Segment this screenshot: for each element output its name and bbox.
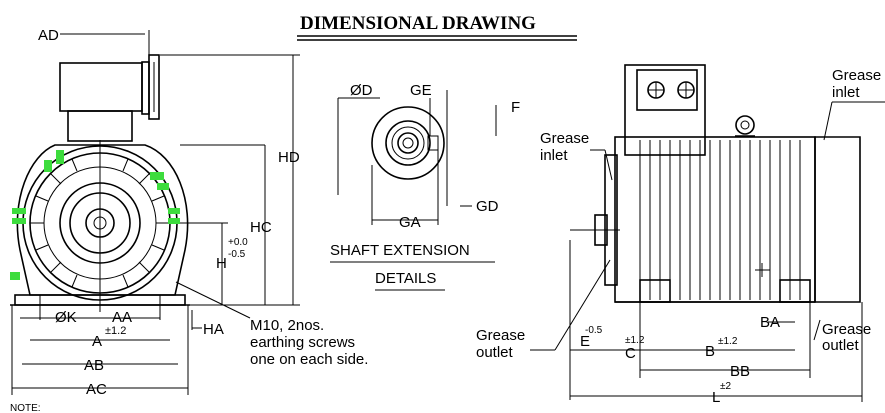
dim-b: B <box>705 343 715 360</box>
dim-gd: GD <box>476 198 499 215</box>
dim-c: C <box>625 345 636 362</box>
dim-e-tol: -0.5 <box>585 325 603 336</box>
grease-inlet-right-1: Grease <box>832 67 881 84</box>
dim-f: F <box>511 99 520 116</box>
drawing-title: DIMENSIONAL DRAWING <box>300 13 536 34</box>
dim-l-tol: ±2 <box>720 381 731 392</box>
dim-a: A <box>92 333 102 350</box>
dim-ad: AD <box>38 27 59 44</box>
shaft-caption-2: DETAILS <box>375 270 436 287</box>
earthing-note-line-2: earthing screws <box>250 334 355 351</box>
dim-h: H <box>216 255 227 272</box>
green-highlights <box>10 150 180 280</box>
earthing-note-line-3: one on each side. <box>250 351 368 368</box>
dim-ab: AB <box>84 357 104 374</box>
grease-outlet-left-1: Grease <box>476 327 525 344</box>
dim-ha: HA <box>203 321 224 338</box>
dim-h-tol-plus: +0.0 <box>228 237 248 248</box>
grease-inlet-right-2: inlet <box>832 84 860 101</box>
dim-hc: HC <box>250 219 272 236</box>
grease-outlet-right-2: outlet <box>822 337 860 354</box>
shaft-caption-1: SHAFT EXTENSION <box>330 242 470 259</box>
side-view: Grease inlet Grease inlet Grease outlet … <box>476 64 885 406</box>
dim-h-tol-minus: -0.5 <box>228 249 246 260</box>
grease-inlet-left-1: Grease <box>540 130 589 147</box>
dim-b-tol: ±1.2 <box>718 336 738 347</box>
dim-phid: ØD <box>350 82 373 99</box>
shaft-extension-view: GA ØD GE GD F SHAFT EXTENSION DETAILS <box>330 82 520 291</box>
grease-outlet-right-1: Grease <box>822 321 871 338</box>
dim-ga: GA <box>399 214 421 231</box>
earthing-note: M10, 2nos. earthing screws one on each s… <box>250 317 368 368</box>
dim-l: L <box>712 389 720 406</box>
earthing-note-line-1: M10, 2nos. <box>250 317 324 334</box>
dim-c-tol: ±1.2 <box>625 335 645 346</box>
grease-inlet-left-2: inlet <box>540 147 568 164</box>
note-label: NOTE: <box>10 403 41 413</box>
dim-ba: BA <box>760 314 780 331</box>
dim-bb: BB <box>730 363 750 380</box>
dim-hd: HD <box>278 149 300 166</box>
front-view: AD HD HC H +0.0 -0.5 ØK AA HA A ±1.2 AB … <box>10 27 300 398</box>
grease-outlet-left-2: outlet <box>476 344 514 361</box>
dim-ac: AC <box>86 381 107 398</box>
dim-ge: GE <box>410 82 432 99</box>
dim-a-tol: ±1.2 <box>105 325 126 337</box>
dim-e: E <box>580 333 590 350</box>
